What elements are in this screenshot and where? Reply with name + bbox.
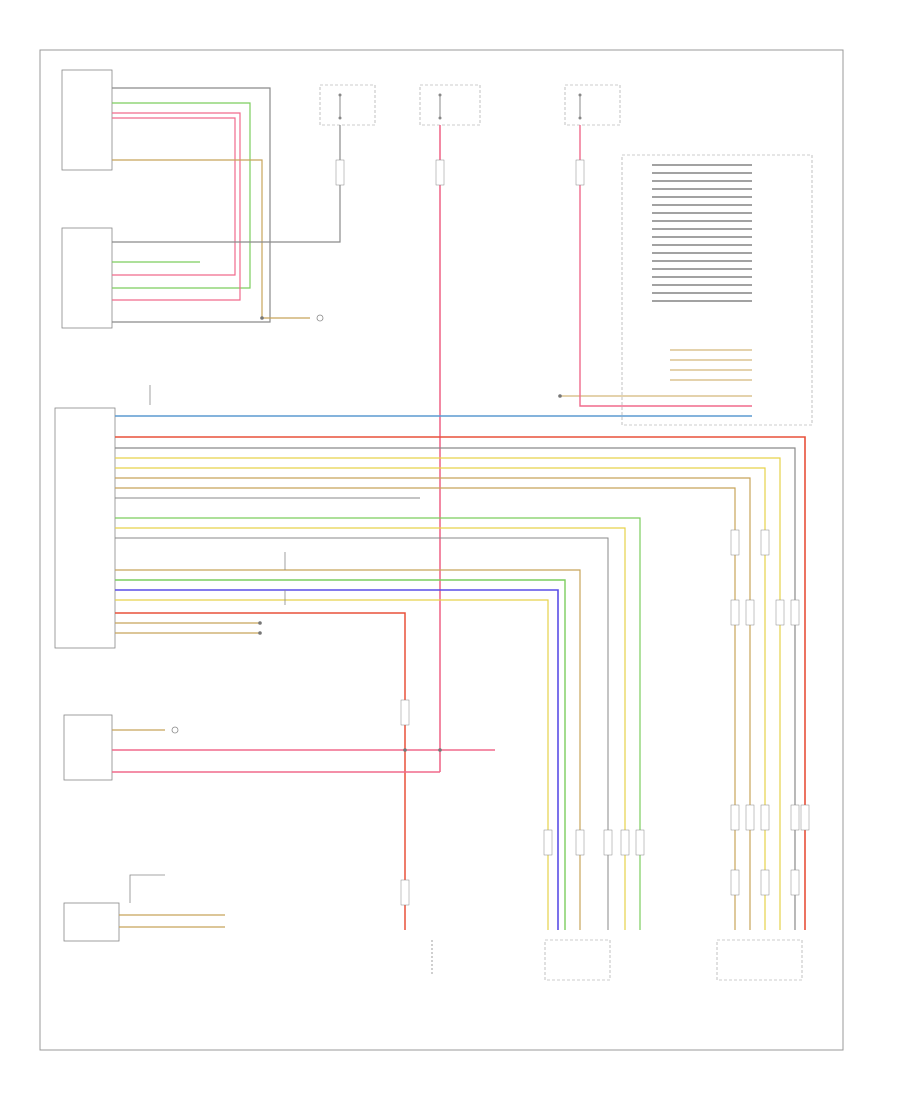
connector-tags [335,159,810,906]
engine-control-module-block [54,407,116,649]
headlamp-wiring [112,87,341,323]
fuse-block-2 [419,84,481,126]
accelerator-module-outline [716,939,803,981]
central-module-outline [621,154,813,426]
ecm-wire-bus [115,415,806,930]
brake-switch-wiring [112,726,495,773]
diagram-frame [39,49,844,1051]
brake-light-switch-block [63,714,113,781]
central-module-pins [560,164,752,397]
transmission-wiring [119,874,225,928]
left-headlamp-block [61,227,113,329]
throttle-module-outline [544,939,611,981]
right-headlamp-block [61,69,113,171]
fuse-block-3 [564,84,621,126]
transmission-module-block [63,902,120,942]
splice-dots [258,316,562,752]
fuse3-pink-feed [579,125,752,407]
fuse-block-1 [319,84,376,126]
ground-symbols [149,385,433,975]
